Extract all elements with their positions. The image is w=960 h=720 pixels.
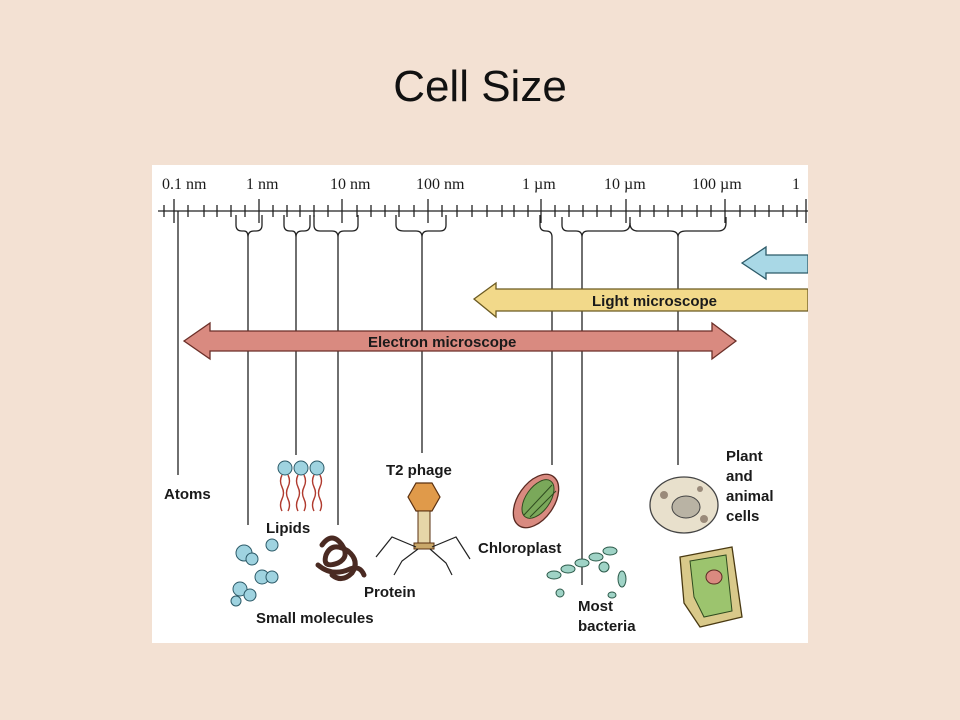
small-molecules-illustration bbox=[230, 538, 279, 607]
lipids-label: Lipids bbox=[266, 520, 310, 537]
scale-label-1: 1 bbox=[792, 176, 800, 193]
light-microscope-arrow: Light microscope bbox=[472, 281, 808, 319]
small-molecules-label: Small molecules bbox=[256, 610, 374, 627]
plant-cell-illustration bbox=[679, 546, 743, 628]
most-bacteria-label-line1: Most bbox=[578, 598, 613, 615]
scale-label-100nm: 100 nm bbox=[416, 176, 465, 193]
protein-label: Protein bbox=[364, 584, 416, 601]
most-bacteria-label-line2: bacteria bbox=[578, 618, 636, 635]
scale-label-100um: 100 µm bbox=[692, 176, 742, 193]
cells-label-line4: cells bbox=[726, 508, 759, 525]
scale-label-10nm: 10 nm bbox=[330, 176, 371, 193]
scale-label-0.1nm: 0.1 nm bbox=[162, 176, 207, 193]
electron-microscope-arrow: Electron microscope bbox=[182, 321, 738, 361]
slide-title: Cell Size bbox=[393, 62, 567, 111]
eye-arrow bbox=[740, 245, 808, 281]
protein-illustration bbox=[315, 535, 367, 581]
animal-cell-illustration bbox=[649, 476, 719, 534]
bacteria-illustration bbox=[546, 546, 627, 599]
cells-label-line1: Plant bbox=[726, 448, 763, 465]
lipids-illustration bbox=[277, 460, 325, 512]
cells-label-line3: animal bbox=[726, 488, 774, 505]
t2-phage-illustration bbox=[375, 482, 471, 576]
chloroplast-label: Chloroplast bbox=[478, 540, 561, 557]
chloroplast-illustration bbox=[512, 473, 560, 529]
t2-phage-label: T2 phage bbox=[386, 462, 452, 479]
light-microscope-label: Light microscope bbox=[592, 293, 717, 310]
electron-microscope-label: Electron microscope bbox=[368, 334, 516, 351]
scale-label-1um: 1 µm bbox=[522, 176, 556, 193]
scale-bar bbox=[158, 199, 808, 223]
scale-label-10um: 10 µm bbox=[604, 176, 646, 193]
size-range-brackets bbox=[177, 211, 727, 585]
scale-labels: 0.1 nm 1 nm 10 nm 100 nm 1 µm 10 µm 100 … bbox=[162, 176, 800, 193]
cell-size-figure: 0.1 nm 1 nm 10 nm 100 nm 1 µm 10 µm 100 … bbox=[152, 165, 808, 643]
cells-label-line2: and bbox=[726, 468, 753, 485]
atoms-label: Atoms bbox=[164, 486, 211, 503]
scale-label-1nm: 1 nm bbox=[246, 176, 279, 193]
